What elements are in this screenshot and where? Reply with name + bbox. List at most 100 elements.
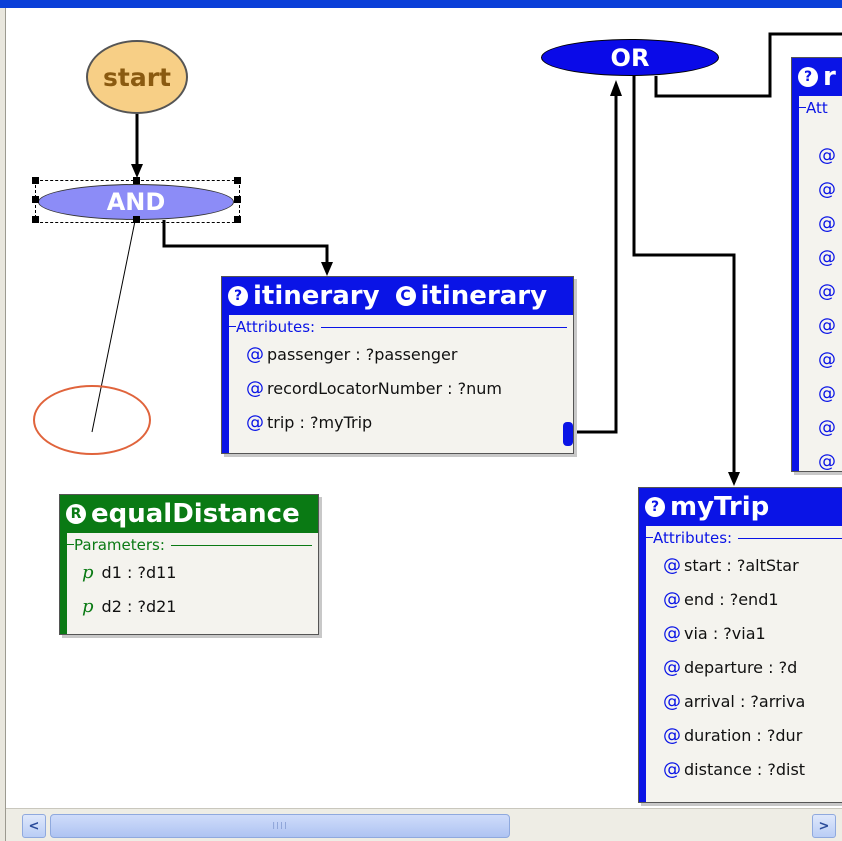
scroll-left-button[interactable]: < [22,814,46,838]
arrow-and-itinerary [321,262,333,276]
resize-handle-sw[interactable] [32,216,39,223]
mytrip-header[interactable]: ? myTrip [639,488,842,526]
attributes-label: Att [806,99,828,117]
parameter-name: d1 [101,562,122,582]
query-icon: ? [645,497,665,517]
equal-distance-title: equalDistance [91,499,300,529]
chevron-right-icon: > [818,818,830,834]
attribute-icon: @ [818,416,836,438]
attribute-name: duration [684,725,752,745]
separator: : [126,596,133,616]
attribute-icon: @ [246,411,264,433]
attribute-name: end [684,589,715,609]
attribute-value: ?arriva [750,691,806,711]
attribute-icon: @ [663,588,681,610]
and-node[interactable]: AND [38,184,234,220]
attribute-name: departure [684,657,764,677]
mytrip-stripe [639,526,646,802]
attribute-icon: @ [818,450,836,472]
arrow-or-mytrip [728,472,740,486]
partial-box-header[interactable]: ? r [792,58,842,96]
separator: : [756,759,763,779]
attribute-value: ?altStar [736,555,799,575]
empty-node[interactable] [33,385,151,455]
partial-attributes-section: Att [798,98,842,118]
attribute-icon: @ [818,348,836,370]
parameter-icon: p [82,595,94,617]
separator: : [726,555,732,575]
attribute-row-recordlocatornumber[interactable]: @ recordLocatorNumber : ?num [246,371,573,405]
attribute-icon: @ [246,343,264,365]
edge-trip-or [574,84,618,434]
parameter-row-d1[interactable]: p d1 : ?d11 [82,555,318,589]
query-icon: ? [798,67,818,87]
resize-handle-w[interactable] [32,196,39,203]
itinerary-class-label: itinerary [420,281,548,311]
attribute-row-duration[interactable]: @duration : ?dur [663,718,842,752]
equal-distance-box[interactable]: R equalDistance Parameters: p d1 : ?d11 … [59,494,319,635]
attribute-icon: @ [663,690,681,712]
itinerary-box[interactable]: ? itinerary C itinerary Attributes: @ pa… [221,276,574,454]
attribute-name: via [684,623,708,643]
resize-handle-e[interactable] [234,196,241,203]
attribute-name: trip [267,412,295,432]
parameters-section: Parameters: [66,535,312,555]
attribute-icon: @ [818,144,836,166]
parameter-value: ?d11 [137,562,177,582]
attribute-icon: @ [246,377,264,399]
mytrip-box[interactable]: ? myTrip Attributes: @start : ?altStar @… [638,487,842,803]
grip-icon: IIII [272,820,288,832]
itinerary-box-stripe [222,315,229,453]
partial-box-stripe [792,96,799,471]
separator: : [299,412,305,432]
attribute-row-via[interactable]: @via : ?via1 [663,616,842,650]
start-node-label: start [103,62,171,92]
attribute-icon: @ [818,382,836,404]
scroll-right-button[interactable]: > [812,814,836,838]
mytrip-attributes-section: Attributes: [645,528,842,548]
equal-distance-stripe [60,533,67,634]
attribute-row-distance[interactable]: @distance : ?dist [663,752,842,786]
scroll-thumb[interactable]: IIII [50,814,510,838]
attribute-icon: @ [663,554,681,576]
partial-box-title: r [823,62,836,92]
attribute-row-passenger[interactable]: @ passenger : ?passenger [246,337,573,371]
partial-right-box[interactable]: ? r Att @ @ @ @ @ @ @ @ @ @ [791,57,842,472]
attribute-row-end[interactable]: @end : ?end1 [663,582,842,616]
horizontal-scrollbar[interactable]: < IIII > [6,808,842,841]
attribute-value: ?d [778,657,798,677]
resize-handle-s[interactable] [133,216,140,223]
resize-handle-se[interactable] [234,216,241,223]
itinerary-box-header[interactable]: ? itinerary C itinerary [222,277,573,315]
attribute-value: ?num [457,378,502,398]
attribute-icon: @ [818,212,836,234]
or-node[interactable]: OR [541,39,719,76]
resize-handle-ne[interactable] [234,177,241,184]
attribute-value: ?myTrip [310,412,373,432]
attribute-name: start [684,555,722,575]
separator: : [447,378,453,398]
edge-or-mytrip [632,76,736,480]
resize-handle-n[interactable] [133,177,140,184]
equal-distance-header[interactable]: R equalDistance [60,495,318,533]
resize-handle-nw[interactable] [32,177,39,184]
start-node[interactable]: start [86,40,188,114]
attribute-name: recordLocatorNumber [267,378,443,398]
attributes-label: Attributes: [236,318,316,336]
parameter-value: ?d21 [137,596,177,616]
window-top-border [0,0,842,8]
attribute-row-trip[interactable]: @ trip : ?myTrip [246,405,573,439]
attribute-row-departure[interactable]: @departure : ?d [663,650,842,684]
separator: : [739,691,746,711]
chevron-left-icon: < [28,818,40,834]
attribute-row-arrival[interactable]: @arrival : ?arriva [663,684,842,718]
and-node-label: AND [106,188,166,216]
link-port-handle[interactable] [563,422,573,446]
attribute-value: ?via1 [723,623,766,643]
attribute-icon: @ [818,246,836,268]
attribute-icon: @ [663,622,681,644]
attribute-row-start[interactable]: @start : ?altStar [663,548,842,582]
parameter-row-d2[interactable]: p d2 : ?d21 [82,589,318,623]
